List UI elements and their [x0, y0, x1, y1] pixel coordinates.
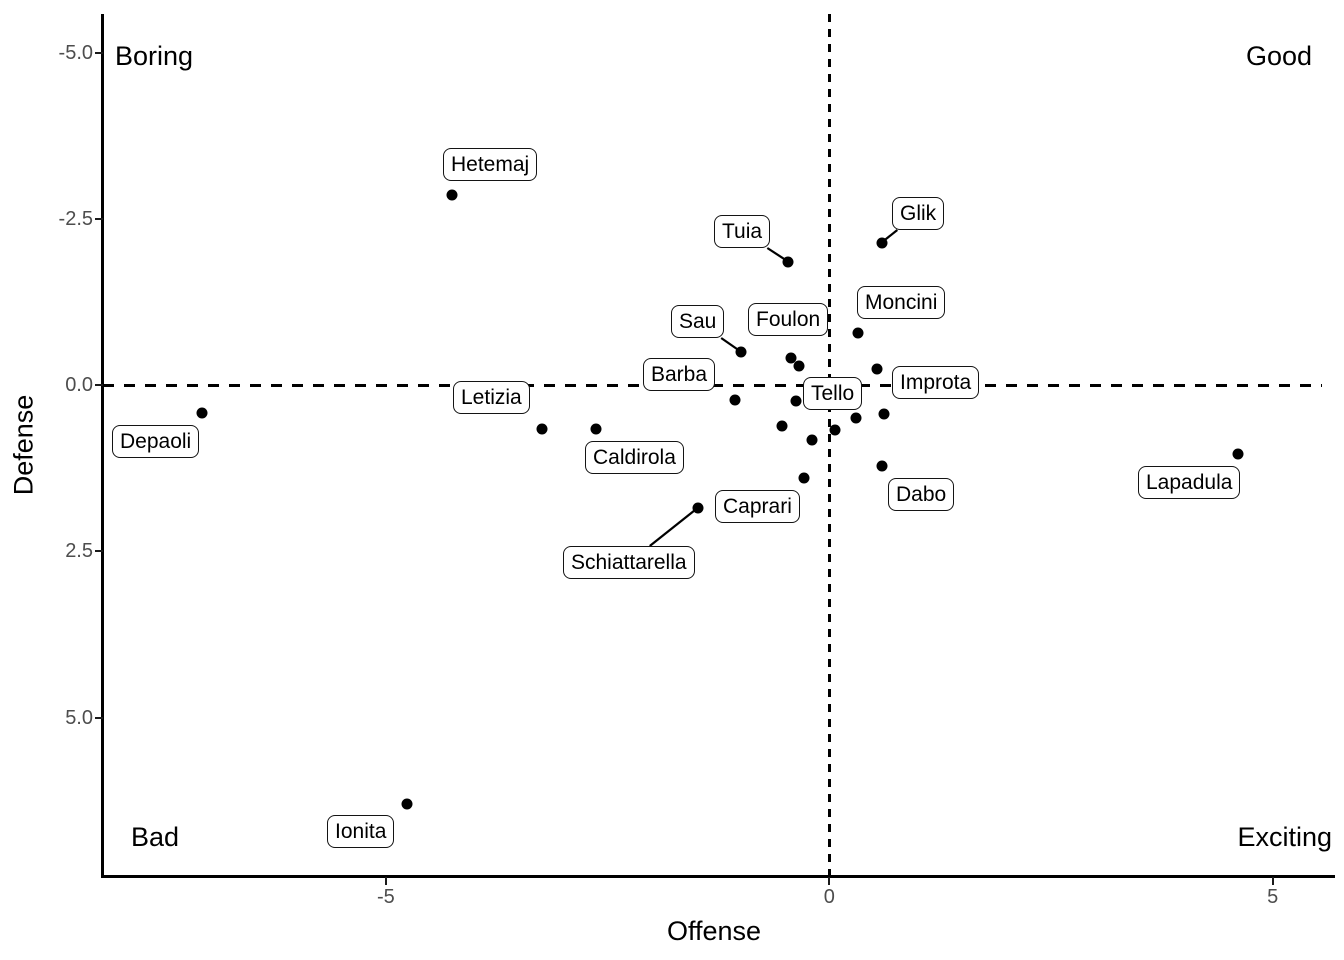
data-point: [776, 420, 788, 432]
quadrant-label-good: Good: [1245, 41, 1312, 71]
point-label-ionita: Ionita: [327, 815, 395, 848]
y-axis-line: [101, 14, 104, 877]
data-point-foulon: [785, 352, 797, 364]
point-label-caldirola: Caldirola: [585, 441, 684, 474]
y-tick-label: 2.5: [65, 540, 93, 563]
y-tick-label: 0.0: [65, 374, 93, 397]
point-label-schiattarella: Schiattarella: [563, 546, 695, 579]
x-tick-mark: [384, 877, 387, 885]
point-label-caprari: Caprari: [715, 490, 800, 523]
point-label-tello: Tello: [803, 377, 863, 410]
data-point-ionita: [401, 798, 413, 810]
y-tick-label: -5.0: [58, 42, 93, 65]
point-label-foulon: Foulon: [748, 303, 829, 336]
data-point-hetemaj: [446, 189, 458, 201]
data-point-barba: [729, 394, 741, 406]
y-tick-mark: [95, 52, 103, 55]
point-label-moncini: Moncini: [857, 286, 946, 319]
point-label-hetemaj: Hetemaj: [443, 148, 538, 181]
point-label-letizia: Letizia: [453, 381, 530, 414]
x-zero-dashed-line: [828, 14, 831, 875]
y-tick-label: 5.0: [65, 706, 93, 729]
x-tick-mark: [828, 877, 831, 885]
point-label-improta: Improta: [892, 366, 980, 399]
point-label-sau: Sau: [671, 305, 725, 338]
x-axis-title: Offense: [666, 916, 762, 946]
data-point: [790, 395, 802, 407]
data-point-lapadula: [1232, 448, 1244, 460]
data-point-glik: [876, 237, 888, 249]
data-point-dabo: [876, 460, 888, 472]
x-tick-label: 0: [823, 886, 835, 908]
quadrant-label-bad: Bad: [131, 822, 180, 852]
quadrant-label-exciting: Exciting: [1237, 822, 1332, 852]
data-point-improta: [871, 363, 883, 375]
data-point: [793, 360, 805, 372]
data-point-schiattarella: [692, 502, 704, 514]
y-tick-mark: [95, 550, 103, 553]
leader-line-schiattarella: [649, 506, 699, 547]
point-label-barba: Barba: [643, 358, 716, 391]
x-tick-label: -5: [376, 886, 395, 908]
point-label-tuia: Tuia: [714, 215, 771, 248]
y-tick-label: -2.5: [58, 208, 93, 231]
data-point: [850, 412, 862, 424]
x-axis-line: [101, 875, 1335, 878]
point-label-dabo: Dabo: [888, 478, 955, 511]
data-point: [878, 408, 890, 420]
y-tick-mark: [95, 716, 103, 719]
point-label-depaoli: Depaoli: [112, 425, 200, 458]
data-point-caldirola: [590, 423, 602, 435]
x-tick-mark: [1271, 877, 1274, 885]
data-point-moncini: [852, 327, 864, 339]
quadrant-label-boring: Boring: [115, 41, 194, 71]
y-tick-mark: [95, 218, 103, 221]
point-label-lapadula: Lapadula: [1138, 466, 1241, 499]
data-point-depaoli: [196, 407, 208, 419]
data-point-sau: [735, 346, 747, 358]
y-tick-mark: [95, 384, 103, 387]
data-point-tuia: [782, 256, 794, 268]
data-point-caprari: [798, 472, 810, 484]
data-point-letizia: [536, 423, 548, 435]
data-point: [806, 434, 818, 446]
x-tick-label: 5: [1267, 886, 1279, 908]
point-label-glik: Glik: [892, 197, 945, 230]
data-point-tello: [829, 424, 841, 436]
